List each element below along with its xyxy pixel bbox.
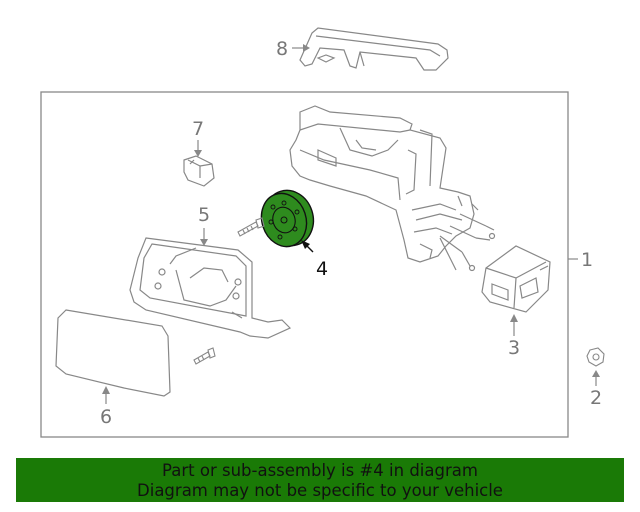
arrow-6 bbox=[102, 386, 110, 394]
callout-5: 5 bbox=[198, 204, 210, 226]
part-info-banner: Part or sub-assembly is #4 in diagram Di… bbox=[16, 458, 624, 502]
callout-6: 6 bbox=[100, 406, 112, 428]
arrow-7 bbox=[194, 150, 202, 157]
callout-1: 1 bbox=[581, 249, 593, 271]
part-7-connector[interactable] bbox=[183, 155, 215, 187]
banner-line-1: Part or sub-assembly is #4 in diagram bbox=[162, 461, 478, 480]
callout-3: 3 bbox=[508, 337, 520, 359]
callout-4: 4 bbox=[316, 258, 328, 280]
part-5-backing-plate[interactable] bbox=[129, 237, 292, 339]
screw-lower bbox=[193, 347, 216, 365]
callout-7: 7 bbox=[192, 118, 204, 140]
part-4-actuator-highlighted[interactable] bbox=[255, 184, 321, 253]
part-8-cover[interactable] bbox=[299, 27, 449, 71]
banner-line-2: Diagram may not be specific to your vehi… bbox=[137, 481, 503, 500]
part-6-mirror-glass[interactable] bbox=[55, 309, 171, 397]
part-2-nut[interactable] bbox=[586, 347, 605, 367]
part-1-studs bbox=[461, 225, 496, 272]
arrow-3 bbox=[510, 314, 518, 322]
parts-diagram: 8 7 5 4 1 3 6 2 bbox=[40, 27, 605, 438]
assembly-frame bbox=[40, 91, 569, 438]
part-3-bracket[interactable] bbox=[481, 245, 551, 313]
arrow-2 bbox=[592, 370, 600, 377]
screw-upper bbox=[237, 217, 265, 237]
callout-8: 8 bbox=[276, 38, 288, 60]
arrow-8 bbox=[303, 44, 310, 52]
arrow-4 bbox=[301, 240, 310, 249]
part-1-mirror-base[interactable] bbox=[289, 105, 487, 271]
callout-2: 2 bbox=[590, 387, 602, 409]
arrow-5 bbox=[200, 239, 208, 246]
